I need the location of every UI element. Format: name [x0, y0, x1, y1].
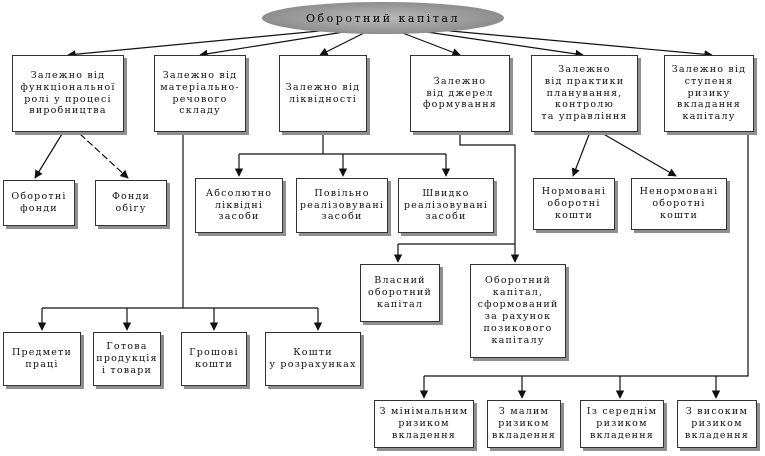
line-sources-trunk: [398, 132, 516, 245]
arrow-root-to-liquidity: [319, 31, 367, 56]
arrow-to-normalized: [571, 131, 591, 177]
arrow-root-to-material: [199, 30, 351, 58]
arrow-to-non-normalized: [599, 131, 677, 177]
node-quickly-realizable: Швидко реалізовувані засоби: [398, 178, 494, 233]
line-liquidity-trunk: [239, 132, 446, 155]
arrow-root-to-risk: [439, 29, 713, 59]
category-liquidity: Залежно від ліквідності: [279, 55, 367, 132]
line-risk-trunk: [424, 132, 749, 377]
node-normalized-funds: Нормовані оборотні кошти: [533, 178, 615, 230]
root-node-working-capital: Оборотний капітал: [262, 2, 504, 34]
node-high-risk: З високим ризиком вкладення: [677, 400, 757, 448]
category-functional-role: Залежно від функціональної ролі у процес…: [12, 55, 124, 132]
node-own-working-capital: Власний оборотний капітал: [360, 264, 440, 322]
node-low-risk: З малим ризиком вкладення: [487, 400, 561, 448]
node-slowly-realizable: Повільно реалізовувані засоби: [296, 178, 388, 233]
node-cash: Грошові кошти: [181, 332, 247, 386]
arrow-to-working-funds: [34, 133, 63, 179]
node-objects-of-labor: Предмети праці: [3, 332, 81, 386]
category-risk: Залежно від ступеня ризику вкладання кап…: [664, 55, 754, 132]
node-finished-goods: Готова продукція і товари: [93, 332, 161, 386]
node-working-funds: Оборотні фонди: [3, 180, 75, 226]
arrow-root-to-functional: [67, 29, 331, 59]
root-label: Оборотний капітал: [306, 11, 460, 25]
category-material-composition: Залежно від матеріально- речового складу: [154, 55, 246, 132]
node-receivables: Кошти у розрахунках: [265, 332, 361, 386]
arrow-to-circulation-funds: [79, 133, 129, 179]
category-sources: Залежно від джерел формування: [410, 55, 510, 132]
category-planning: Залежно від практики планування, контрол…: [531, 55, 638, 132]
node-absolutely-liquid: Абсолютно ліквідні засоби: [195, 178, 283, 233]
node-non-normalized-funds: Ненормовані оборотні кошти: [631, 178, 727, 230]
root-ellipse: [262, 2, 504, 34]
node-minimal-risk: З мінімальним ризиком вкладення: [374, 400, 474, 448]
node-borrowed-working-capital: Оборотний капітал, сформований за рахуно…: [470, 264, 566, 358]
arrow-root-to-sources: [399, 31, 461, 57]
node-circulation-funds: Фонди обігу: [95, 180, 167, 226]
node-medium-risk: Із середнім ризиком вкладення: [580, 400, 664, 448]
arrow-root-to-planning: [419, 30, 584, 59]
